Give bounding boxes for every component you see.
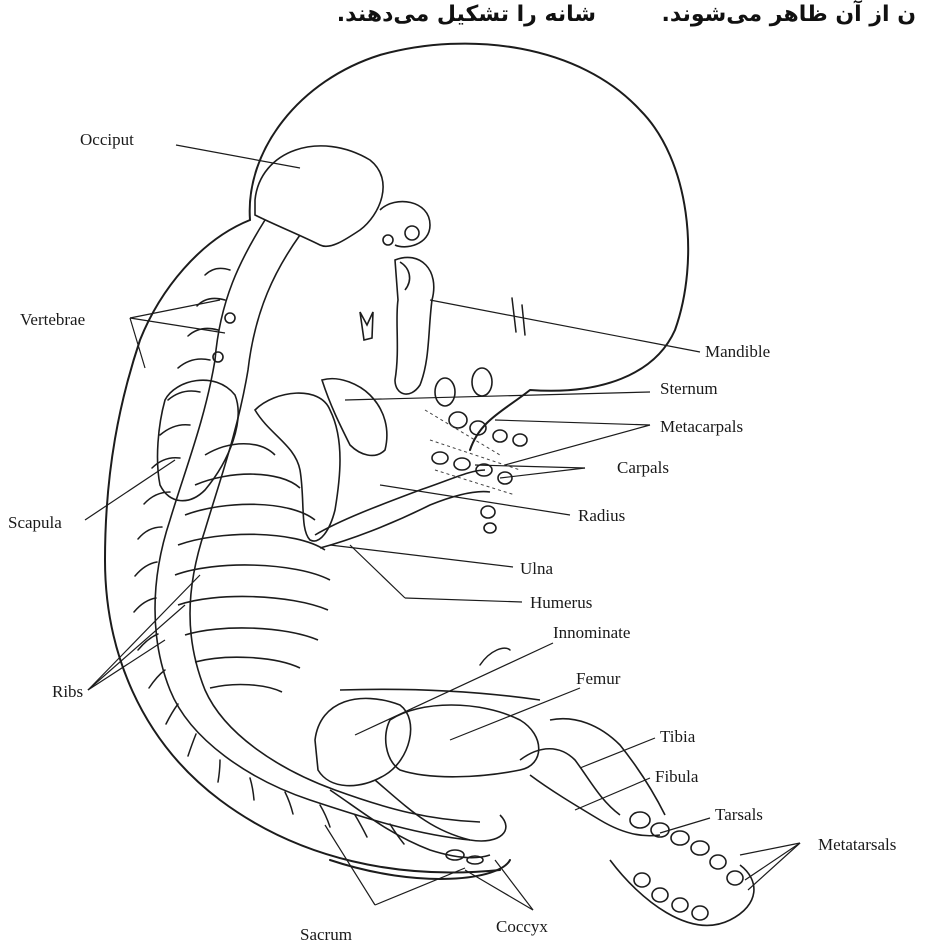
hand-bones: [425, 368, 527, 533]
label-mandible: Mandible: [705, 342, 770, 361]
label-carpals: Carpals: [617, 458, 669, 477]
label-metacarpals: Metacarpals: [660, 417, 743, 436]
labels: Occiput Vertebrae Scapula Ribs Mandible …: [8, 130, 896, 944]
label-coccyx: Coccyx: [496, 917, 548, 936]
label-innominate: Innominate: [553, 623, 630, 642]
label-sacrum: Sacrum: [300, 925, 352, 944]
rib-cage: [175, 444, 330, 692]
label-metatarsals: Metatarsals: [818, 835, 896, 854]
label-femur: Femur: [576, 669, 621, 688]
label-scapula: Scapula: [8, 513, 62, 532]
mandible-bone: [360, 257, 525, 394]
sacrum-coccyx: [330, 790, 490, 864]
label-ribs: Ribs: [52, 682, 83, 701]
label-tarsals: Tarsals: [715, 805, 763, 824]
skull: [255, 146, 430, 247]
body-outline: [105, 44, 688, 879]
label-radius: Radius: [578, 506, 625, 525]
label-sternum: Sternum: [660, 379, 718, 398]
vertebral-column: [134, 220, 480, 844]
label-tibia: Tibia: [660, 727, 696, 746]
label-humerus: Humerus: [530, 593, 592, 612]
label-vertebrae: Vertebrae: [20, 310, 85, 329]
label-fibula: Fibula: [655, 767, 699, 786]
label-occiput: Occiput: [80, 130, 134, 149]
label-ulna: Ulna: [520, 559, 554, 578]
